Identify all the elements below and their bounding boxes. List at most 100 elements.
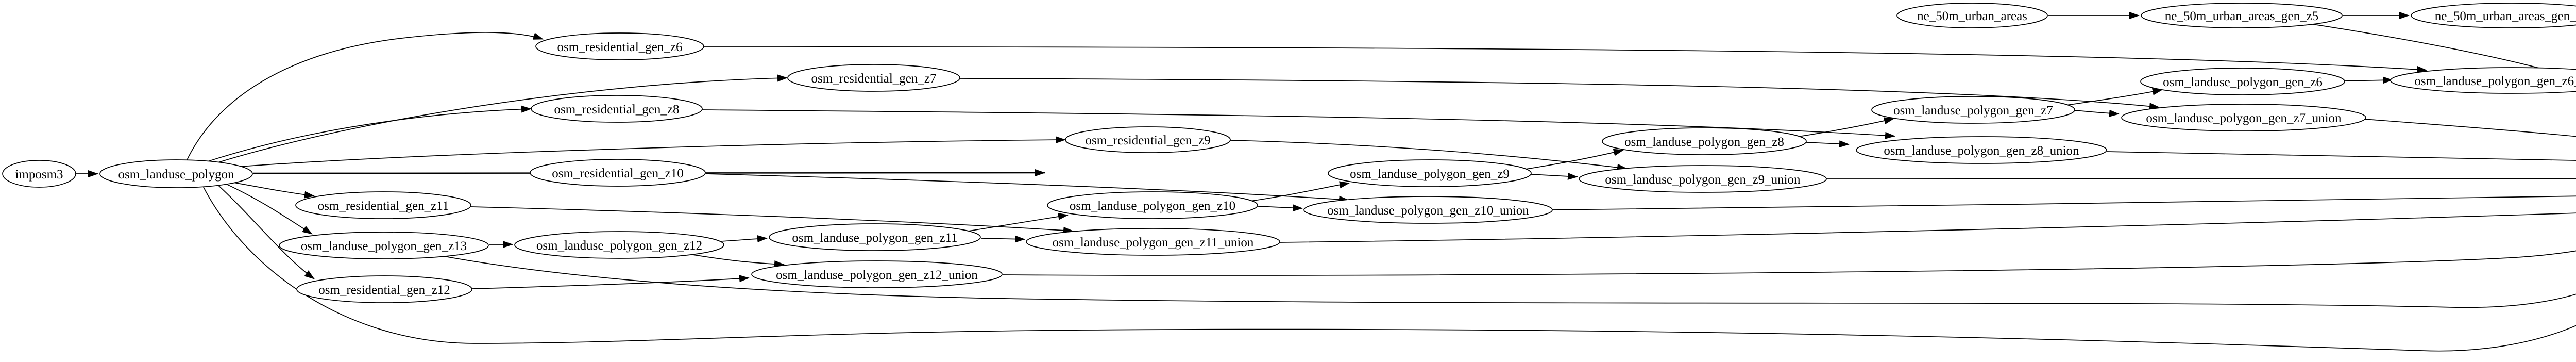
edge-osm_landuse_polygon_gen_z7--osm_landuse_polygon_gen_z7_union xyxy=(2074,109,2120,117)
edge-osm_landuse_polygon_gen_z9--osm_landuse_polygon_gen_z8 xyxy=(1522,149,1624,170)
edge-ne_50m_urban_areas_gen_z5--layer_landuse:z5 xyxy=(2312,24,2576,79)
node-ellipse-osm_landuse_polygon_gen_z8_union xyxy=(1856,136,2107,164)
edge-osm_landuse_polygon_gen_z9--osm_landuse_polygon_gen_z9_union xyxy=(1531,172,1578,180)
edge-osm_residential_gen_z10--osm_landuse_polygon_gen_z10_union xyxy=(706,173,1349,203)
node-label-osm_landuse_polygon_gen_z9: osm_landuse_polygon_gen_z9 xyxy=(1350,167,1510,181)
node-label-osm_landuse_polygon_gen_z13: osm_landuse_polygon_gen_z13 xyxy=(301,239,467,253)
node-osm_residential_gen_z8: osm_residential_gen_z8 xyxy=(531,95,703,123)
node-ellipse-osm_residential_gen_z6 xyxy=(535,32,704,60)
node-label-osm_landuse_polygon_gen_z7_union: osm_landuse_polygon_gen_z7_union xyxy=(2146,111,2342,125)
node-ellipse-osm_residential_gen_z7 xyxy=(787,64,960,92)
node-ellipse-osm_residential_gen_z9 xyxy=(1065,126,1231,153)
node-osm_landuse_polygon_gen_z11_union: osm_landuse_polygon_gen_z11_union xyxy=(1026,228,1280,256)
node-osm_landuse_polygon_gen_z12_union: osm_landuse_polygon_gen_z12_union xyxy=(751,260,1003,288)
edge-osm_landuse_polygon_gen_z8_union--layer_landuse:z8 xyxy=(2107,151,2576,161)
node-label-osm_landuse_polygon_gen_z10_union: osm_landuse_polygon_gen_z10_union xyxy=(1327,204,1529,218)
edge-osm_landuse_polygon_gen_z12--osm_landuse_polygon_gen_z11 xyxy=(720,235,768,243)
node-ellipse-osm_landuse_polygon_gen_z6 xyxy=(2140,68,2345,95)
node-label-osm_residential_gen_z6: osm_residential_gen_z6 xyxy=(557,40,683,54)
edge-osm_landuse_polygon_gen_z11--osm_landuse_polygon_gen_z11_union xyxy=(980,235,1025,243)
node-ellipse-ne_50m_urban_areas_gen_z5 xyxy=(2141,3,2343,28)
edge-osm_landuse_polygon--osm_residential_gen_z6 xyxy=(186,32,544,161)
edge-osm_landuse_polygon_gen_z11_union--layer_landuse:z11 xyxy=(1279,212,2576,243)
node-osm_landuse_polygon_gen_z12: osm_landuse_polygon_gen_z12 xyxy=(514,231,724,259)
node-osm_residential_gen_z10: osm_residential_gen_z10 xyxy=(530,159,706,187)
edge-osm_landuse_polygon_gen_z8--osm_landuse_polygon_gen_z7 xyxy=(1798,117,1894,137)
node-ellipse-osm_residential_gen_z8 xyxy=(531,95,703,123)
edge-osm_landuse_polygon_gen_z7_union--layer_landuse:z7 xyxy=(2364,119,2576,137)
edge-osm_landuse_polygon_gen_z6--osm_landuse_polygon_gen_z6_union xyxy=(2344,76,2393,84)
node-osm_landuse_polygon_gen_z6_union: osm_landuse_polygon_gen_z6_union xyxy=(2390,67,2576,94)
node-label-osm_landuse_polygon_gen_z11_union: osm_landuse_polygon_gen_z11_union xyxy=(1053,236,1254,250)
node-ellipse-imposm3 xyxy=(2,160,76,188)
node-label-osm_landuse_polygon_gen_z7: osm_landuse_polygon_gen_z7 xyxy=(1893,104,2053,118)
node-label-osm_residential_gen_z10: osm_residential_gen_z10 xyxy=(552,167,684,180)
node-osm_residential_gen_z9: osm_residential_gen_z9 xyxy=(1065,126,1231,153)
node-label-osm_landuse_polygon_gen_z8_union: osm_landuse_polygon_gen_z8_union xyxy=(1884,144,2079,158)
edge-osm_landuse_polygon_gen_z12--osm_landuse_polygon_gen_z12_union xyxy=(692,254,785,268)
node-label-osm_residential_gen_z7: osm_residential_gen_z7 xyxy=(811,72,937,86)
edge-osm_landuse_polygon--osm_residential_gen_z7 xyxy=(216,74,788,163)
node-label-osm_landuse_polygon_gen_z6: osm_landuse_polygon_gen_z6 xyxy=(2163,75,2323,89)
node-label-osm_landuse_polygon_gen_z12_union: osm_landuse_polygon_gen_z12_union xyxy=(776,268,978,282)
node-ellipse-osm_landuse_polygon_gen_z12_union xyxy=(751,260,1003,288)
node-osm_landuse_polygon_gen_z8_union: osm_landuse_polygon_gen_z8_union xyxy=(1856,136,2107,164)
node-ellipse-osm_landuse_polygon_gen_z10_union xyxy=(1303,196,1553,224)
node-ellipse-osm_landuse_polygon_gen_z8 xyxy=(1602,127,1807,155)
node-label-osm_landuse_polygon: osm_landuse_polygon xyxy=(118,168,234,182)
node-osm_landuse_polygon_gen_z7: osm_landuse_polygon_gen_z7 xyxy=(1871,96,2075,124)
node-ellipse-osm_landuse_polygon_gen_z9_union xyxy=(1579,165,1827,193)
node-osm_landuse_polygon_gen_z7_union: osm_landuse_polygon_gen_z7_union xyxy=(2121,104,2366,131)
node-label-osm_landuse_polygon_gen_z11: osm_landuse_polygon_gen_z11 xyxy=(792,231,957,245)
edge-osm_landuse_polygon_gen_z12_union--layer_landuse:z12 xyxy=(1003,250,2576,276)
node-ne_50m_urban_areas_gen_z4: ne_50m_urban_areas_gen_z4 xyxy=(2411,3,2576,28)
node-ellipse-osm_landuse_polygon_gen_z7 xyxy=(1871,96,2075,124)
node-osm_residential_gen_z11: osm_residential_gen_z11 xyxy=(295,191,471,219)
node-label-imposm3: imposm3 xyxy=(15,168,63,182)
node-osm_residential_gen_z6: osm_residential_gen_z6 xyxy=(535,32,704,60)
edge-osm_landuse_polygon_gen_z10_union--layer_landuse:z10 xyxy=(1552,195,2576,210)
node-ellipse-osm_landuse_polygon_gen_z7_union xyxy=(2121,104,2366,131)
node-ne_50m_urban_areas_gen_z5: ne_50m_urban_areas_gen_z5 xyxy=(2141,3,2343,28)
edge-osm_landuse_polygon_gen_z8--osm_landuse_polygon_gen_z8_union xyxy=(1806,140,1850,148)
node-label-osm_residential_gen_z12: osm_residential_gen_z12 xyxy=(318,283,450,297)
node-osm_landuse_polygon_gen_z13: osm_landuse_polygon_gen_z13 xyxy=(279,232,489,259)
node-label-ne_50m_urban_areas: ne_50m_urban_areas xyxy=(1917,9,2027,23)
node-ellipse-osm_landuse_polygon_gen_z12 xyxy=(514,231,724,259)
edge-osm_landuse_polygon_gen_z10--osm_landuse_polygon_gen_z9 xyxy=(1246,181,1350,202)
edge-osm_residential_gen_z6--osm_landuse_polygon_gen_z6_union xyxy=(704,46,2427,73)
edge-osm_landuse_polygon--osm_landuse_polygon_gen_z13 xyxy=(225,183,313,235)
edge-osm_residential_gen_z11--osm_landuse_polygon_gen_z11_union xyxy=(471,206,1074,234)
node-label-osm_residential_gen_z9: osm_residential_gen_z9 xyxy=(1086,134,1211,147)
node-ellipse-ne_50m_urban_areas xyxy=(1896,3,2048,28)
node-osm_landuse_polygon_gen_z9: osm_landuse_polygon_gen_z9 xyxy=(1328,159,1532,187)
node-label-osm_landuse_polygon_gen_z8: osm_landuse_polygon_gen_z8 xyxy=(1624,135,1784,149)
node-osm_residential_gen_z12: osm_residential_gen_z12 xyxy=(296,275,472,303)
node-label-ne_50m_urban_areas_gen_z4: ne_50m_urban_areas_gen_z4 xyxy=(2435,9,2576,23)
node-label-osm_residential_gen_z11: osm_residential_gen_z11 xyxy=(318,199,449,213)
node-imposm3: imposm3 xyxy=(2,160,76,188)
edge-osm_landuse_polygon--osm_residential_gen_z8 xyxy=(206,105,532,162)
node-osm_landuse_polygon: osm_landuse_polygon xyxy=(99,159,253,188)
node-osm_landuse_polygon_gen_z10: osm_landuse_polygon_gen_z10 xyxy=(1047,191,1258,219)
node-osm_landuse_polygon_gen_z6: osm_landuse_polygon_gen_z6 xyxy=(2140,68,2345,95)
node-label-ne_50m_urban_areas_gen_z5: ne_50m_urban_areas_gen_z5 xyxy=(2165,9,2319,23)
edge-osm_residential_gen_z8--osm_landuse_polygon_gen_z8_union xyxy=(702,109,1895,139)
node-ellipse-ne_50m_urban_areas_gen_z4 xyxy=(2411,3,2576,28)
edge-osm_landuse_polygon_gen_z10--osm_landuse_polygon_gen_z10_union xyxy=(1258,204,1303,212)
node-ellipse-osm_landuse_polygon_gen_z10 xyxy=(1047,191,1258,219)
node-ellipse-osm_landuse_polygon_gen_z11 xyxy=(769,223,981,251)
node-osm_residential_gen_z7: osm_residential_gen_z7 xyxy=(787,64,960,92)
edge-osm_landuse_polygon_gen_z13--layer_landuse:z13 xyxy=(444,256,2576,308)
node-osm_landuse_polygon_gen_z11: osm_landuse_polygon_gen_z11 xyxy=(769,223,981,251)
node-ellipse-osm_residential_gen_z11 xyxy=(295,191,471,219)
edge-osm_residential_gen_z9--osm_landuse_polygon_gen_z9_union xyxy=(1230,140,1628,171)
edge-osm_landuse_polygon_gen_z11--osm_landuse_polygon_gen_z10 xyxy=(968,212,1069,232)
node-label-osm_landuse_polygon_gen_z12: osm_landuse_polygon_gen_z12 xyxy=(536,239,702,253)
node-ellipse-osm_landuse_polygon_gen_z6_union xyxy=(2390,67,2576,94)
edge-osm_landuse_polygon--osm_residential_gen_z12 xyxy=(217,184,315,279)
edge-osm_landuse_polygon--layer_landuse:z14+ xyxy=(202,186,2576,352)
node-ellipse-osm_landuse_polygon_gen_z9 xyxy=(1328,159,1532,187)
